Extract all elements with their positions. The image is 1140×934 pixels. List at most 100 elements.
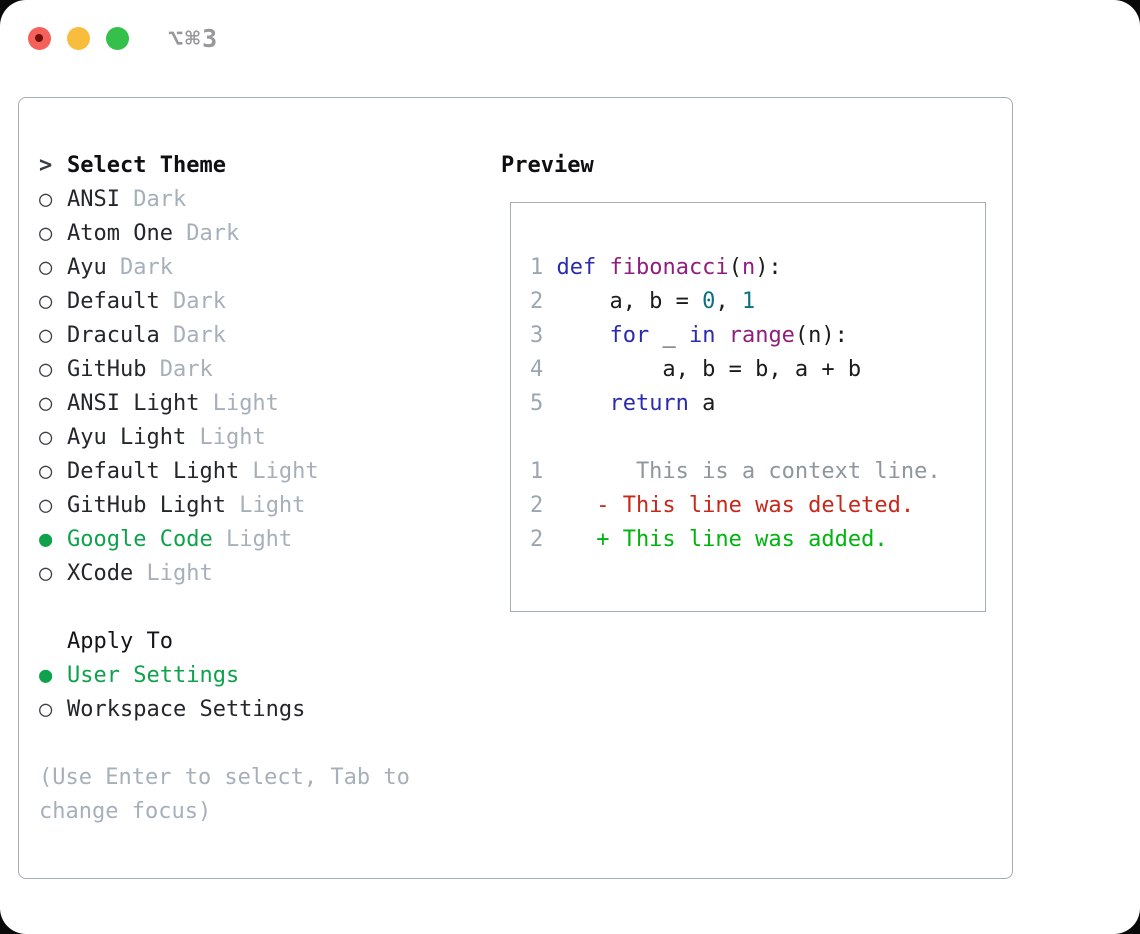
diff-line-added: + This line was added.: [556, 527, 888, 552]
code-line: 2 a, b = 0, 1: [530, 285, 985, 319]
theme-variant: Dark: [146, 357, 213, 382]
code-line: 4 a, b = b, a + b: [530, 353, 985, 387]
theme-option-default-light[interactable]: ○Default Light Light: [39, 455, 410, 489]
theme-name: ANSI: [67, 187, 120, 212]
radio-icon: ○: [39, 459, 53, 484]
radio-icon: ○: [39, 221, 53, 246]
minimize-button[interactable]: [66, 26, 90, 50]
theme-name: Ayu Light: [67, 425, 187, 450]
focus-caret-icon: >: [39, 153, 53, 178]
radio-icon: ●: [39, 663, 53, 688]
diff-line: 1 This is a context line.: [530, 455, 985, 489]
code-line: 3 for _ in range(n):: [530, 319, 985, 353]
theme-option-ayu[interactable]: ○ Ayu Dark: [39, 251, 410, 285]
radio-icon: ●: [39, 527, 53, 552]
radio-icon: ○: [39, 323, 53, 348]
radio-icon: ○: [39, 493, 53, 518]
theme-variant: Dark: [159, 323, 226, 348]
zoom-button[interactable]: [105, 26, 129, 50]
theme-name: Google Code: [67, 527, 213, 552]
code-token: [715, 323, 728, 348]
apply-to-header: Apply To: [39, 625, 410, 659]
apply-option-label: Workspace Settings: [67, 697, 306, 722]
diff-line: 2 + This line was added.: [530, 523, 985, 557]
select-theme-header: > Select Theme: [39, 149, 410, 183]
apply-to-section: Apply To ● User Settings ○Workspace Setti…: [39, 625, 410, 727]
code-token: a: [688, 391, 716, 416]
code-token: [596, 255, 609, 280]
theme-variant: Light: [225, 493, 306, 518]
code-token: [556, 391, 609, 416]
line-number: 2: [530, 289, 544, 314]
line-number: 4: [530, 357, 544, 382]
diff-line-deleted: - This line was deleted.: [556, 493, 915, 518]
theme-option-default[interactable]: ○ Default Dark: [39, 285, 410, 319]
line-number: 2: [530, 527, 544, 552]
code-line: 5 return a: [530, 387, 985, 421]
help-text-line-2: change focus): [39, 799, 212, 824]
code-token: for: [609, 323, 650, 348]
theme-option-xcode[interactable]: ○ XCode Light: [39, 557, 410, 591]
select-theme-header-label: Select Theme: [67, 153, 226, 178]
code-token: fibonacci: [609, 255, 729, 280]
code-token: def: [556, 255, 597, 280]
theme-name: Default Light: [67, 459, 240, 484]
close-button[interactable]: [27, 26, 51, 50]
line-number: 1: [530, 255, 544, 280]
line-number: 2: [530, 493, 544, 518]
theme-panel: >Select Theme ○ANSI Dark ○Atom One Dark …: [39, 149, 410, 829]
code-token: return: [609, 391, 689, 416]
app-window: >Select Theme ○ANSI Dark ○Atom One Dark …: [18, 97, 1013, 879]
theme-option-github-light[interactable]: ○GitHub Light Light: [39, 489, 410, 523]
theme-name: Ayu: [67, 255, 107, 280]
code-token: n: [741, 255, 756, 280]
radio-icon: ○: [39, 289, 53, 314]
apply-option-workspace-settings[interactable]: ○Workspace Settings: [39, 693, 410, 727]
window-title: ⌥⌘3: [168, 24, 220, 53]
theme-option-ansi[interactable]: ○ ANSI Dark: [39, 183, 410, 217]
code-token: 0: [702, 289, 716, 314]
theme-name: Default: [67, 289, 160, 314]
theme-option-google-code[interactable]: ●Google Code Light: [39, 523, 410, 557]
line-number: 5: [530, 391, 544, 416]
radio-icon: ○: [39, 187, 53, 212]
diff-line: 2 - This line was deleted.: [530, 489, 985, 523]
theme-option-ansi-light[interactable]: ○ ANSI Light Light: [39, 387, 410, 421]
theme-option-github[interactable]: ○ GitHub Dark: [39, 353, 410, 387]
theme-name: XCode: [67, 561, 134, 586]
theme-name: Dracula: [67, 323, 160, 348]
code-token: a, b = b, a + b: [556, 357, 862, 382]
window-titlebar: ⌥⌘3: [0, 0, 1140, 97]
theme-variant: Dark: [119, 187, 187, 212]
radio-icon: ○: [39, 391, 53, 416]
radio-icon: ○: [39, 561, 53, 586]
preview-header: Preview: [501, 153, 594, 178]
theme-option-ayu-light[interactable]: ○ Ayu Light Light: [39, 421, 410, 455]
radio-icon: ○: [39, 357, 53, 382]
theme-variant: Light: [199, 391, 279, 416]
code-token: in: [688, 323, 716, 348]
radio-icon: ○: [39, 255, 53, 280]
theme-variant: Dark: [159, 289, 226, 314]
apply-option-user-settings[interactable]: ● User Settings: [39, 659, 410, 693]
radio-icon: ○: [39, 425, 53, 450]
theme-variant: Light: [133, 561, 213, 586]
code-token: ):: [755, 255, 782, 280]
theme-variant: Light: [186, 425, 266, 450]
theme-name: Atom One: [67, 221, 173, 246]
code-token: _: [649, 323, 689, 348]
code-token: [556, 323, 609, 348]
diff-preview: 1 This is a context line. 2 - This line …: [530, 455, 985, 557]
code-token: range: [728, 323, 795, 348]
theme-option-dracula[interactable]: ○ Dracula Dark: [39, 319, 410, 353]
theme-variant: Dark: [106, 255, 173, 280]
diff-line-context: This is a context line.: [556, 459, 941, 484]
theme-name: ANSI Light: [67, 391, 200, 416]
theme-option-atom-one[interactable]: ○Atom One Dark: [39, 217, 410, 251]
theme-name: GitHub: [67, 357, 147, 382]
apply-option-label: User Settings: [67, 663, 240, 688]
apply-to-header-label: Apply To: [67, 629, 173, 654]
blank-line: [530, 421, 985, 455]
